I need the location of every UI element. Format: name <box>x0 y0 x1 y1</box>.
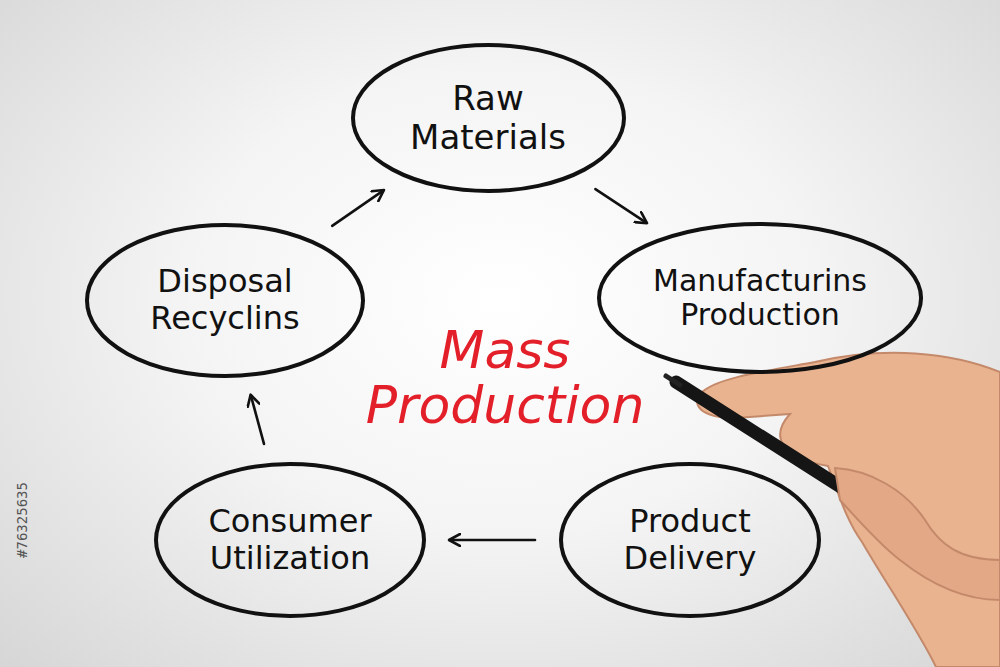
flow-arrow <box>332 191 383 226</box>
pen-tip <box>666 376 680 385</box>
ellipse-shape <box>353 45 624 191</box>
node-label: Product Delivery <box>593 503 788 577</box>
node-label: Disposal Recyclins <box>128 263 323 337</box>
ellipse-shape <box>87 225 363 376</box>
process-ellipse: Disposal Recyclins <box>85 223 365 378</box>
diagram-title: Mass Production <box>340 323 670 432</box>
watermark-id: #76325635 <box>14 482 30 558</box>
flow-arrow <box>595 189 646 223</box>
process-ellipse: Raw Materials <box>351 43 626 193</box>
thumb <box>835 468 1000 600</box>
ellipse-shape <box>599 224 921 372</box>
flow-arrow <box>450 539 535 542</box>
process-ellipse: Product Delivery <box>559 462 821 618</box>
node-label: Raw Materials <box>401 79 576 157</box>
process-ellipse: Manufacturins Production <box>597 222 923 374</box>
node-label: Manufacturins Production <box>642 264 877 333</box>
flow-arrow <box>251 396 264 444</box>
ellipse-shape <box>561 464 819 616</box>
node-label: Consumer Utilization <box>183 503 398 577</box>
process-ellipse: Consumer Utilization <box>154 462 426 618</box>
ellipse-shape <box>156 464 424 616</box>
